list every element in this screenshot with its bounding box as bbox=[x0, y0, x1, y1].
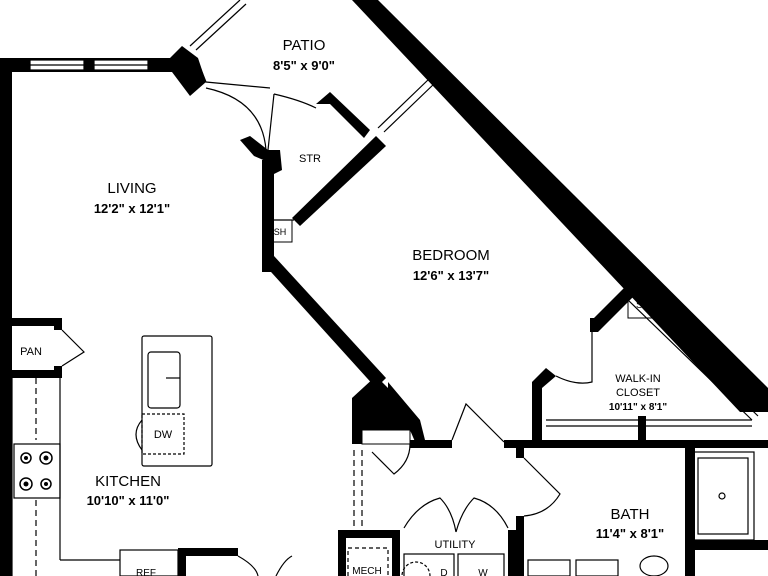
door-bedroom bbox=[451, 402, 505, 443]
ref-label: REF bbox=[136, 568, 156, 576]
wall-kitchen-bottom-stub bbox=[178, 548, 186, 576]
wall-utility-right bbox=[508, 530, 516, 576]
kitchen-island bbox=[141, 335, 213, 467]
linen-label: LINEN bbox=[370, 417, 402, 429]
wall-bedroom-upper bbox=[292, 136, 386, 226]
fixture-labels: STR SH SH PAN LINEN DW UTILITY MECH REF … bbox=[20, 153, 650, 576]
wall-bath-right bbox=[685, 440, 695, 576]
wall-hall-bottom bbox=[410, 440, 452, 448]
living-dims: 12'2" x 12'1" bbox=[94, 201, 170, 216]
wall-storage-lower bbox=[240, 136, 282, 174]
washer bbox=[457, 553, 505, 576]
pan-label: PAN bbox=[20, 346, 42, 358]
door-linen bbox=[371, 443, 411, 475]
wall-kitchen-bottom bbox=[178, 548, 238, 556]
patio-dims: 8'5" x 9'0" bbox=[273, 58, 335, 73]
patio-slider bbox=[189, 0, 241, 47]
window-bedroom-patio bbox=[377, 77, 431, 129]
wall-linen bbox=[352, 376, 426, 444]
wall-mech-top bbox=[338, 530, 400, 538]
wall-walkin-left bbox=[532, 368, 556, 444]
door-utility bbox=[403, 497, 509, 533]
door-storage bbox=[273, 93, 317, 109]
living-name: LIVING bbox=[107, 180, 156, 197]
kitchen-name: KITCHEN bbox=[95, 473, 161, 490]
str-label: STR bbox=[299, 153, 321, 165]
refrigerator bbox=[119, 549, 179, 576]
linen-shelf bbox=[361, 429, 411, 445]
dw-label: DW bbox=[154, 429, 173, 441]
walkin-name-line1: WALK-IN bbox=[615, 373, 660, 385]
wall-walkin-post bbox=[638, 416, 646, 446]
wall-utility-left bbox=[392, 530, 400, 576]
wall-pantry-right bbox=[54, 318, 62, 330]
walkin-name-line2: CLOSET bbox=[616, 387, 660, 399]
shelf-closet bbox=[627, 289, 659, 319]
wall-bedroom-lower bbox=[262, 256, 386, 388]
patio-name: PATIO bbox=[283, 37, 326, 54]
bath-dims: 11'4" x 8'1" bbox=[596, 526, 664, 541]
wall-bath-left bbox=[516, 440, 524, 458]
wall-exterior-diagonal bbox=[352, 0, 768, 412]
wall-mech-left bbox=[338, 530, 346, 576]
door-patio-living bbox=[205, 87, 267, 151]
bedroom-name: BEDROOM bbox=[412, 247, 490, 264]
washer-label: W bbox=[478, 568, 488, 576]
vanity-sink-1 bbox=[527, 559, 571, 576]
dryer-label: D bbox=[440, 568, 447, 576]
kitchen-sink bbox=[147, 351, 181, 409]
shelf-entry bbox=[267, 219, 293, 243]
wall-pantry-bottom bbox=[0, 370, 62, 378]
wall-living-top bbox=[0, 58, 182, 72]
wall-bedroom-bottom bbox=[530, 440, 768, 448]
sh-closet-label: SH bbox=[636, 300, 650, 311]
walkin-dims: 10'11" x 8'1" bbox=[609, 402, 667, 413]
kitchen-dims: 10'10" x 11'0" bbox=[87, 493, 170, 508]
bedroom-dims: 12'6" x 13'7" bbox=[413, 268, 489, 283]
toilet bbox=[639, 555, 669, 576]
mech-label: MECH bbox=[352, 566, 381, 576]
room-labels: PATIO 8'5" x 9'0" LIVING 12'2" x 12'1" B… bbox=[87, 37, 668, 541]
thin-lines bbox=[11, 0, 759, 576]
door-walkin bbox=[555, 332, 593, 384]
wall-walkin-door-jamb bbox=[590, 318, 598, 332]
dishwasher bbox=[141, 413, 185, 455]
wall-storage bbox=[316, 92, 370, 138]
utility-label: UTILITY bbox=[435, 539, 477, 551]
wall-patio-corner bbox=[170, 46, 206, 96]
vanity-sink-2 bbox=[575, 559, 619, 576]
sh-entry-label: SH bbox=[274, 227, 287, 237]
bath-name: BATH bbox=[611, 506, 650, 523]
shower bbox=[691, 451, 755, 541]
wall-left-exterior bbox=[0, 58, 12, 576]
cooktop bbox=[13, 443, 61, 499]
wall-partition-vertical bbox=[262, 160, 274, 272]
wall-bath-left-lower bbox=[516, 516, 524, 576]
door-pantry bbox=[61, 329, 85, 367]
cooktop-burners bbox=[19, 451, 53, 491]
wall-pantry-top bbox=[0, 318, 62, 326]
wall-bath-right-outer bbox=[685, 540, 768, 550]
door-bath bbox=[523, 457, 561, 517]
